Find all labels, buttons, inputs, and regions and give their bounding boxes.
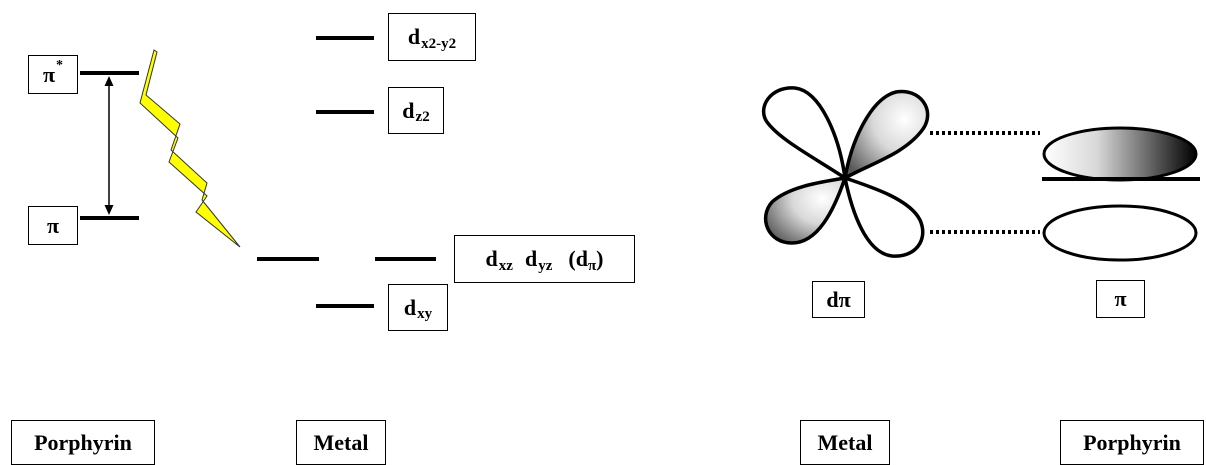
lobe-upper-left — [764, 88, 845, 178]
dxy-subscript: xy — [417, 306, 432, 323]
dxy-base: d — [404, 295, 416, 321]
pi-symbol: π — [47, 213, 59, 239]
dpi-base: d — [576, 246, 588, 272]
dyz-base: d — [525, 246, 537, 272]
pi-star-symbol: π — [43, 62, 55, 88]
lobe-upper-right — [845, 92, 928, 178]
pi-lobe-upper — [1044, 128, 1196, 180]
dz2-subscript: z2 — [416, 109, 430, 126]
dx2y2-base: d — [408, 24, 420, 50]
footer-porphyrin-left: Porphyrin — [11, 420, 155, 465]
dxz-base: d — [486, 246, 498, 272]
dz2-base: d — [402, 98, 414, 124]
pi-star-label: π* — [28, 55, 78, 94]
porphyrin-orbital-label: π — [1096, 280, 1145, 318]
footer-porphyrin-right: Porphyrin — [1060, 420, 1204, 465]
pi-label: π — [28, 206, 78, 245]
pi-lobe-lower — [1044, 206, 1196, 260]
metal-orbital-label: dπ — [812, 281, 865, 318]
lobe-lower-right — [845, 178, 923, 256]
pi-star-superscript: * — [56, 58, 63, 74]
dyz-subscript: yz — [538, 258, 552, 275]
d-pi-orbital — [764, 88, 928, 256]
dx2y2-subscript: x2-y2 — [421, 36, 456, 53]
lobe-lower-left — [766, 178, 845, 243]
dpi-subscript: π — [588, 258, 596, 275]
dxz-subscript: xz — [499, 258, 513, 275]
dpi-close-paren: ) — [596, 246, 603, 272]
lightning-bolt-icon — [140, 50, 240, 247]
transition-arrow — [105, 76, 114, 215]
dpi-open-paren: ( — [568, 246, 575, 272]
footer-metal-left: Metal — [296, 420, 386, 465]
footer-metal-right: Metal — [800, 420, 890, 465]
